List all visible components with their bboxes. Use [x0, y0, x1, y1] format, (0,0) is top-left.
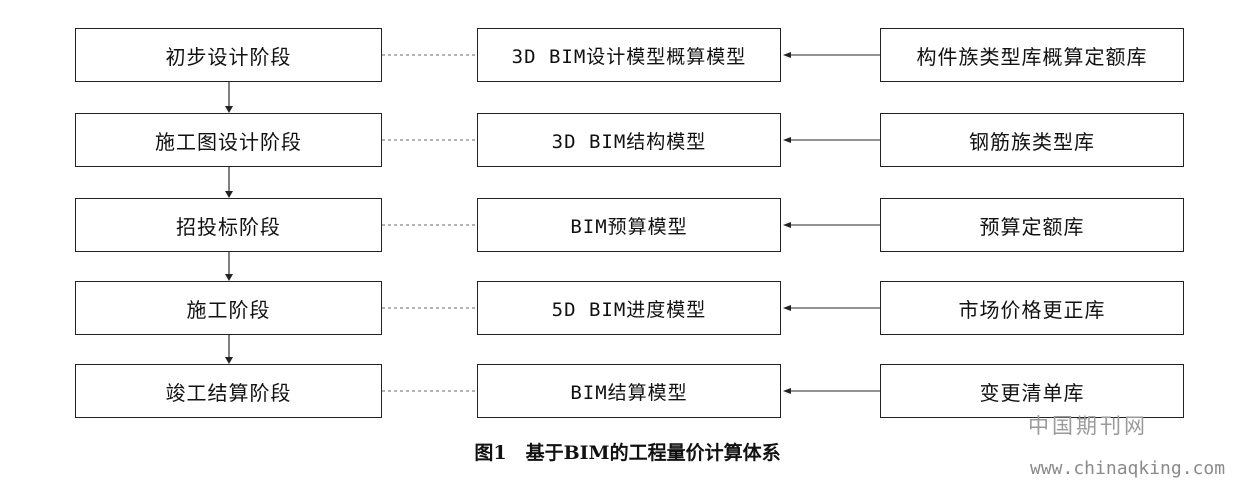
stage-arrow-head-1: [225, 106, 233, 113]
library-box-3: 预算定额库: [880, 198, 1184, 252]
library-box-5: 变更清单库: [880, 364, 1184, 418]
stage-arrow-head-4: [225, 357, 233, 364]
model-box-3: BIM预算模型: [477, 198, 781, 252]
model-box-4: 5D BIM进度模型: [477, 281, 781, 335]
stage-box-5: 竣工结算阶段: [75, 364, 382, 418]
library-box-2: 钢筋族类型库: [880, 113, 1184, 167]
library-arrow-head-5: [783, 388, 791, 394]
stage-box-3: 招投标阶段: [75, 198, 382, 252]
library-arrow-head-4: [783, 305, 791, 311]
model-box-1: 3D BIM设计模型概算模型: [477, 28, 781, 82]
library-box-1: 构件族类型库概算定额库: [880, 28, 1184, 82]
model-box-5: BIM结算模型: [477, 364, 781, 418]
watermark-url: www.chinaqking.com: [1030, 458, 1226, 479]
library-arrow-head-2: [783, 137, 791, 143]
library-arrow-head-1: [783, 52, 791, 58]
stage-box-1: 初步设计阶段: [75, 28, 382, 82]
figure-caption: 图1 基于BIM的工程量价计算体系: [474, 442, 781, 464]
stage-arrow-head-2: [225, 191, 233, 198]
library-arrow-head-3: [783, 222, 791, 228]
stage-arrow-head-3: [225, 274, 233, 281]
watermark-site-name: 中国期刊网: [1028, 414, 1148, 438]
stage-box-2: 施工图设计阶段: [75, 113, 382, 167]
stage-box-4: 施工阶段: [75, 281, 382, 335]
library-box-4: 市场价格更正库: [880, 281, 1184, 335]
model-box-2: 3D BIM结构模型: [477, 113, 781, 167]
